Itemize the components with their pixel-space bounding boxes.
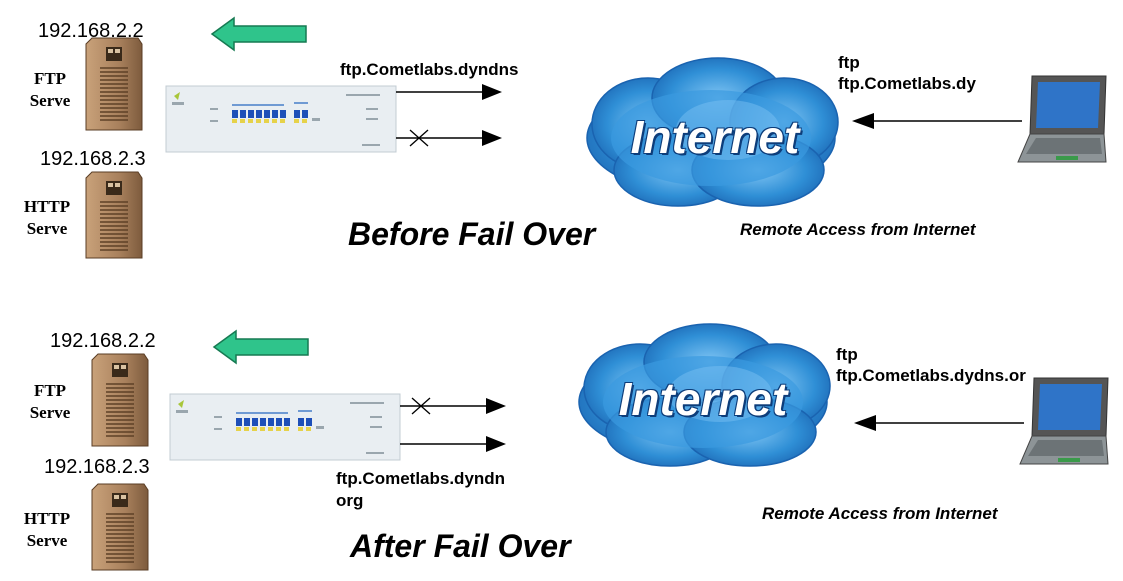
laptop-icon [1019,377,1109,465]
ftp-server-label: FTP Serve [20,68,80,112]
internet-cloud-label: Internet [630,111,800,163]
remote-ftp-line2: ftp.Cometlabs.dydns.or [836,366,1026,385]
remote-ftp-line2: ftp.Cometlabs.dy [838,74,976,93]
http-server-icon [85,171,143,259]
router-hostname-label: ftp.Cometlabs.dyndns [340,60,519,79]
ftp-server-ip: 192.168.2.2 [38,20,144,42]
panel-title-before: Before Fail Over [348,216,596,252]
router-hostname-label: ftp.Cometlabs.dyndn org [336,468,505,512]
internet-cloud-icon [578,323,831,467]
internet-cloud-label: Internet [618,373,788,425]
ftp-server-ip: 192.168.2.2 [50,330,156,352]
remote-ftp-address: ftp ftp.Cometlabs.dy [838,52,1018,94]
http-server-label: HTTP Serve [14,196,80,240]
internet-cloud-icon [586,57,839,207]
http-server-label-line1: HTTP [23,197,71,216]
ftp-server-label-line2: Serve [29,91,71,110]
laptop-icon [1017,75,1107,163]
remote-ftp-line1: ftp [838,53,860,72]
remote-ftp-address: ftp ftp.Cometlabs.dydns.or [836,344,1058,386]
ftp-server-label-line1: FTP [33,69,67,88]
failed-link-arrow [396,129,502,147]
active-link-arrow [400,436,506,452]
remote-ftp-line1: ftp [836,345,858,364]
router-device-icon [165,85,397,153]
active-link-arrow [396,84,502,100]
remote-access-arrow [852,113,1022,129]
ftp-server-icon [91,353,149,447]
ftp-server-label-line2: Serve [29,403,71,422]
http-server-ip: 192.168.2.3 [44,456,150,478]
ftp-server-label-line1: FTP [33,381,67,400]
remote-access-caption: Remote Access from Internet [740,220,976,239]
ftp-server-icon [85,37,143,131]
router-hostname-line2: org [336,491,364,510]
http-server-label-line2: Serve [26,531,68,550]
green-left-arrow-icon [212,329,309,365]
remote-access-arrow [854,415,1024,431]
router-device-icon [169,393,401,461]
remote-access-caption: Remote Access from Internet [762,504,998,523]
router-hostname-line1: ftp.Cometlabs.dyndn [336,469,506,488]
green-left-arrow-icon [210,16,307,52]
panel-title-after: After Fail Over [350,528,571,564]
http-server-icon [91,483,149,571]
http-server-ip: 192.168.2.3 [40,148,146,170]
http-server-label-line1: HTTP [23,509,71,528]
http-server-label: HTTP Serve [14,508,80,552]
ftp-server-label: FTP Serve [20,380,80,424]
http-server-label-line2: Serve [26,219,68,238]
failed-link-arrow [400,397,506,415]
